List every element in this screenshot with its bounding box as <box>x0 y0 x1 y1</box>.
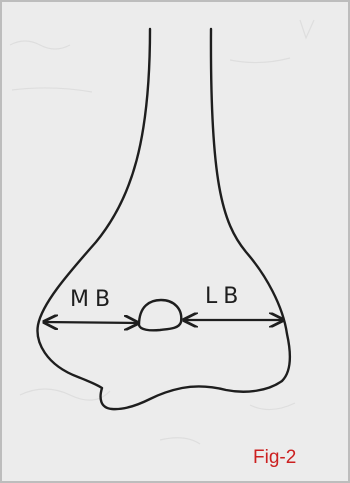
medial-breadth-arrow <box>44 322 138 323</box>
medial-breadth-label: MB <box>70 287 116 312</box>
figure-caption: Fig-2 <box>253 447 296 468</box>
lateral-breadth-label: LB <box>205 284 244 309</box>
